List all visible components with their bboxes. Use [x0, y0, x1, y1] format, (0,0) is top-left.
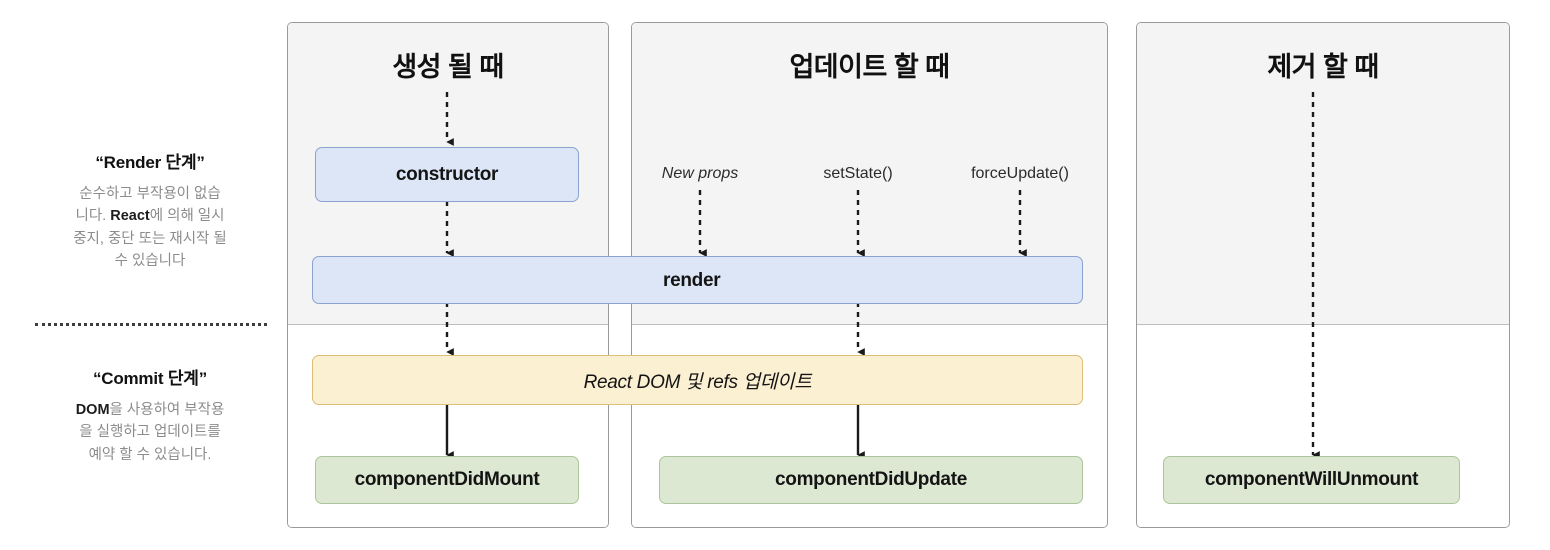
render-phase-line-1: 순수하고 부작용이 없습	[79, 186, 221, 202]
node-component-did-update[interactable]: componentDidUpdate	[659, 456, 1083, 504]
column-title-unmounting: 제거 할 때	[1267, 52, 1379, 82]
trigger-set-state: setState()	[823, 165, 893, 182]
column-title-updating: 업데이트 할 때	[789, 52, 950, 82]
commit-phase-dom-word: DOM	[75, 402, 110, 418]
trigger-new-props: New props	[661, 165, 739, 182]
node-render-label: render	[663, 270, 721, 291]
node-constructor[interactable]: constructor	[315, 147, 579, 202]
commit-phase-line-3: 예약 할 수 있습니다.	[88, 446, 212, 463]
render-phase-line-2c: 에 의해 일시	[149, 208, 225, 225]
trigger-force-update: forceUpdate()	[971, 165, 1069, 182]
render-phase-title: “Render 단계”	[95, 153, 205, 172]
render-phase-react-word: React	[110, 208, 150, 225]
unmounting-render-zone	[1137, 23, 1509, 325]
render-phase-line-2a: 니다.	[75, 208, 111, 225]
column-title-mounting: 생성 될 때	[392, 52, 504, 82]
commit-phase-description: DOM을 사용하여 부작용 을 실행하고 업데이트를 예약 할 수 있습니다.	[25, 399, 275, 466]
node-react-dom-refs-update[interactable]: React DOM 및 refs 업데이트	[312, 355, 1083, 405]
phase-divider-dotted-line	[35, 323, 267, 326]
commit-phase-title: “Commit 단계”	[92, 369, 208, 388]
render-phase-line-4: 수 있습니다	[114, 253, 186, 270]
node-render[interactable]	[312, 256, 1083, 304]
column-unmounting: 제거 할 때	[1136, 22, 1510, 528]
sidebar-render-phase: “Render 단계” 순수하고 부작용이 없습 니다. React에 의해 일…	[25, 148, 275, 273]
commit-phase-line-2: 을 실행하고 업데이트를	[79, 424, 221, 441]
node-component-will-unmount-label: componentWillUnmount	[1204, 469, 1419, 490]
node-component-did-mount[interactable]: componentDidMount	[315, 456, 579, 504]
render-phase-line-3: 중지, 중단 또는 재시작 될	[73, 230, 227, 247]
node-react-dom-refs-label: React DOM 및 refs 업데이트	[583, 371, 812, 393]
node-component-will-unmount[interactable]: componentWillUnmount	[1163, 456, 1460, 504]
render-phase-description: 순수하고 부작용이 없습 니다. React에 의해 일시 중지, 중단 또는 …	[25, 183, 275, 273]
node-component-did-update-label: componentDidUpdate	[775, 469, 967, 490]
node-constructor-label: constructor	[395, 163, 499, 185]
sidebar-commit-phase: “Commit 단계” DOM을 사용하여 부작용 을 실행하고 업데이트를 예…	[25, 364, 275, 466]
commit-phase-line-1b: 을 사용하여 부작용	[109, 402, 225, 418]
node-component-did-mount-label: componentDidMount	[354, 469, 540, 490]
